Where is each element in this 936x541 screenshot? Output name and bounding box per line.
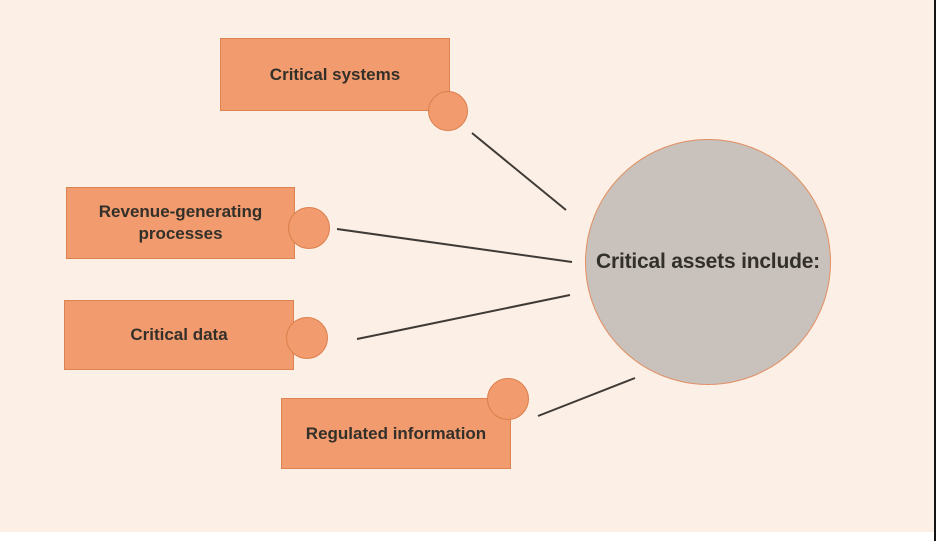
bottom-strip bbox=[0, 532, 936, 541]
connector-regulated-information bbox=[537, 377, 636, 417]
connector-dot-icon bbox=[288, 207, 330, 249]
center-circle: Critical assets include: bbox=[585, 139, 831, 385]
node-revenue-generating-processes: Revenue-generating processes bbox=[66, 187, 295, 259]
node-critical-data: Critical data bbox=[64, 300, 294, 370]
right-edge-line bbox=[934, 0, 936, 541]
connector-critical-data bbox=[356, 294, 571, 340]
node-critical-systems: Critical systems bbox=[220, 38, 450, 111]
node-label: Revenue-generating processes bbox=[98, 202, 263, 243]
node-label: Critical data bbox=[130, 325, 228, 345]
connector-dot-icon bbox=[428, 91, 468, 131]
connector-dot-icon bbox=[286, 317, 328, 359]
connector-dot-icon bbox=[487, 378, 529, 420]
connector-critical-systems bbox=[471, 132, 567, 211]
connector-revenue-generating bbox=[336, 228, 573, 263]
node-regulated-information: Regulated information bbox=[281, 398, 511, 469]
node-label: Critical systems bbox=[269, 64, 401, 84]
center-circle-label: Critical assets include: bbox=[596, 250, 820, 273]
node-label: Regulated information bbox=[305, 423, 487, 443]
